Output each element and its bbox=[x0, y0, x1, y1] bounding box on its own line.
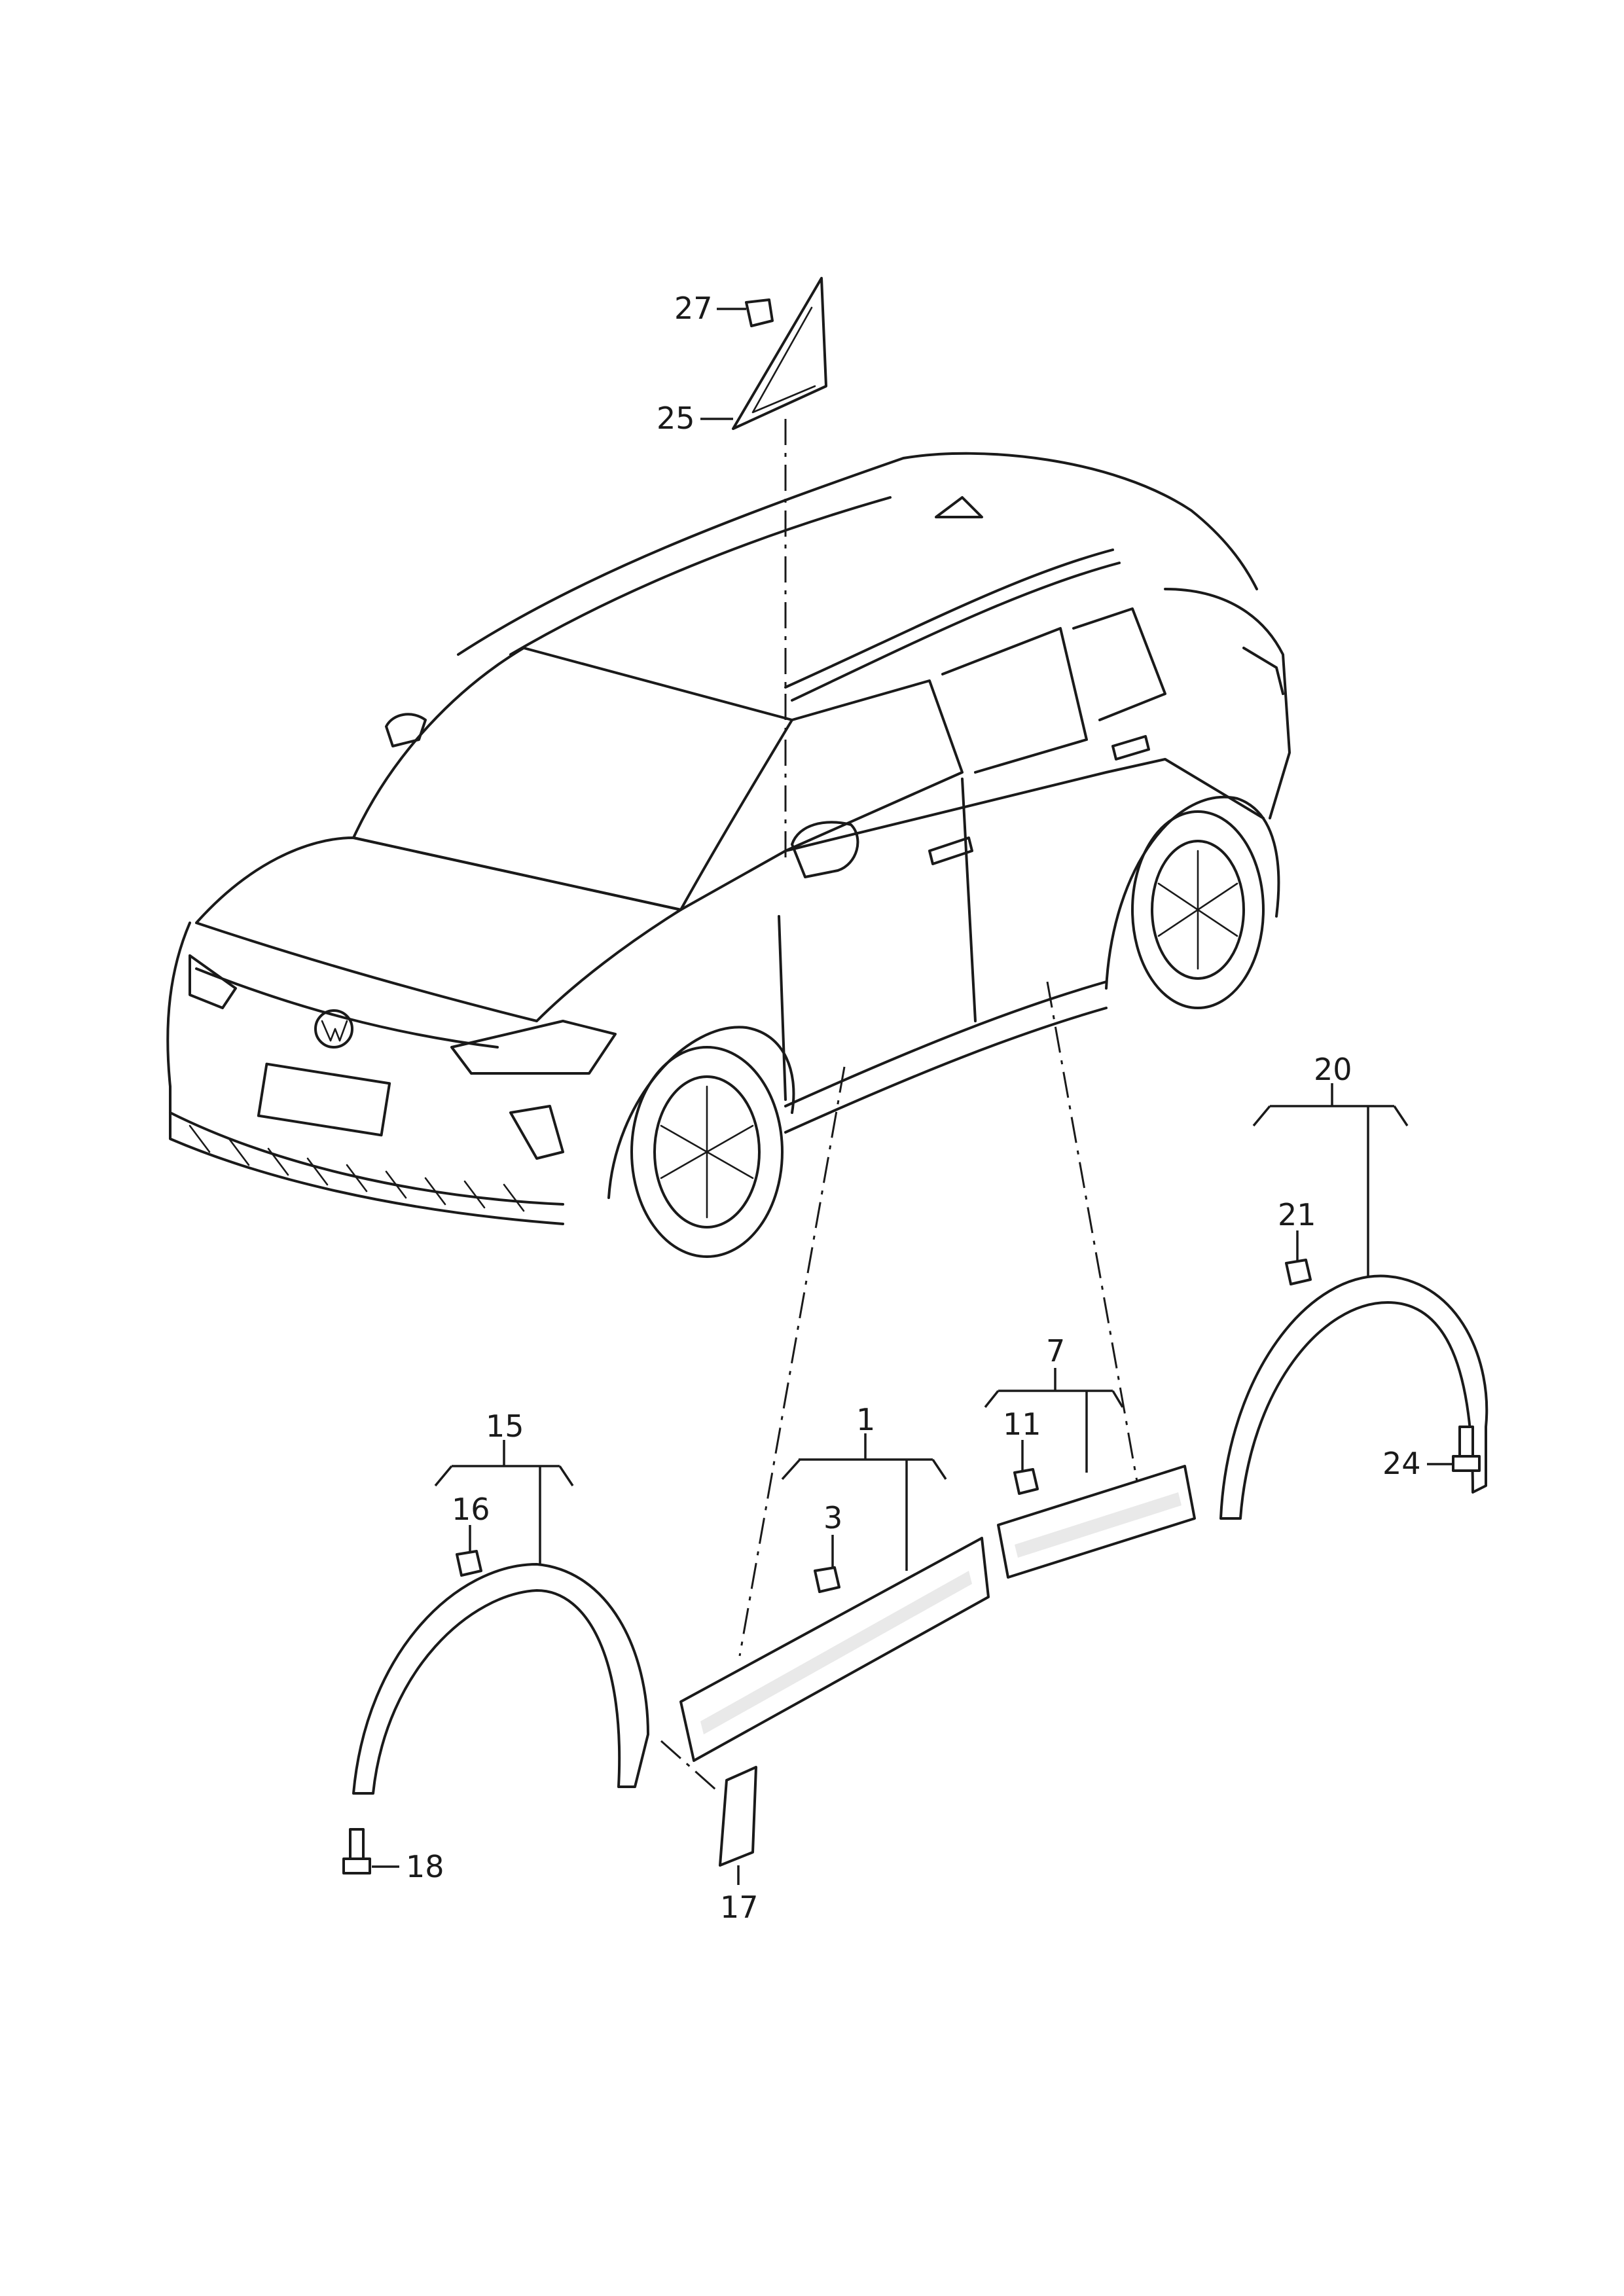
reference-lines bbox=[660, 419, 1140, 1795]
part-11-clip bbox=[1013, 1440, 1039, 1495]
callout-7: 7 bbox=[1046, 1333, 1065, 1369]
callout-20: 20 bbox=[1314, 1052, 1352, 1087]
callout-1: 1 bbox=[856, 1402, 875, 1437]
callout-24: 24 bbox=[1382, 1446, 1421, 1481]
callout-17: 17 bbox=[720, 1890, 759, 1925]
part-1-door-trim-front bbox=[679, 1433, 990, 1762]
part-21-clip bbox=[1285, 1230, 1312, 1285]
part-24-screw bbox=[1427, 1426, 1481, 1472]
callout-27: 27 bbox=[674, 291, 713, 326]
callout-16: 16 bbox=[452, 1492, 490, 1527]
part-17-bracket bbox=[719, 1766, 757, 1885]
callout-11: 11 bbox=[1003, 1407, 1041, 1442]
part-18-screw bbox=[342, 1828, 399, 1874]
callout-18: 18 bbox=[406, 1849, 444, 1884]
part-25-triangle-trim bbox=[700, 277, 827, 430]
part-20-wheel-arch-trim-rear bbox=[1219, 1083, 1489, 1520]
part-7-door-trim-rear bbox=[984, 1368, 1196, 1579]
part-15-wheel-arch-trim-front bbox=[352, 1440, 649, 1795]
callout-3: 3 bbox=[823, 1500, 842, 1535]
part-16-clip bbox=[456, 1525, 482, 1577]
vehicle-illustration bbox=[166, 452, 1291, 1258]
callout-21: 21 bbox=[1278, 1197, 1316, 1232]
callout-25: 25 bbox=[657, 401, 695, 436]
callout-15: 15 bbox=[486, 1408, 524, 1444]
part-27-clip bbox=[717, 298, 774, 327]
part-3-clip bbox=[814, 1535, 840, 1593]
